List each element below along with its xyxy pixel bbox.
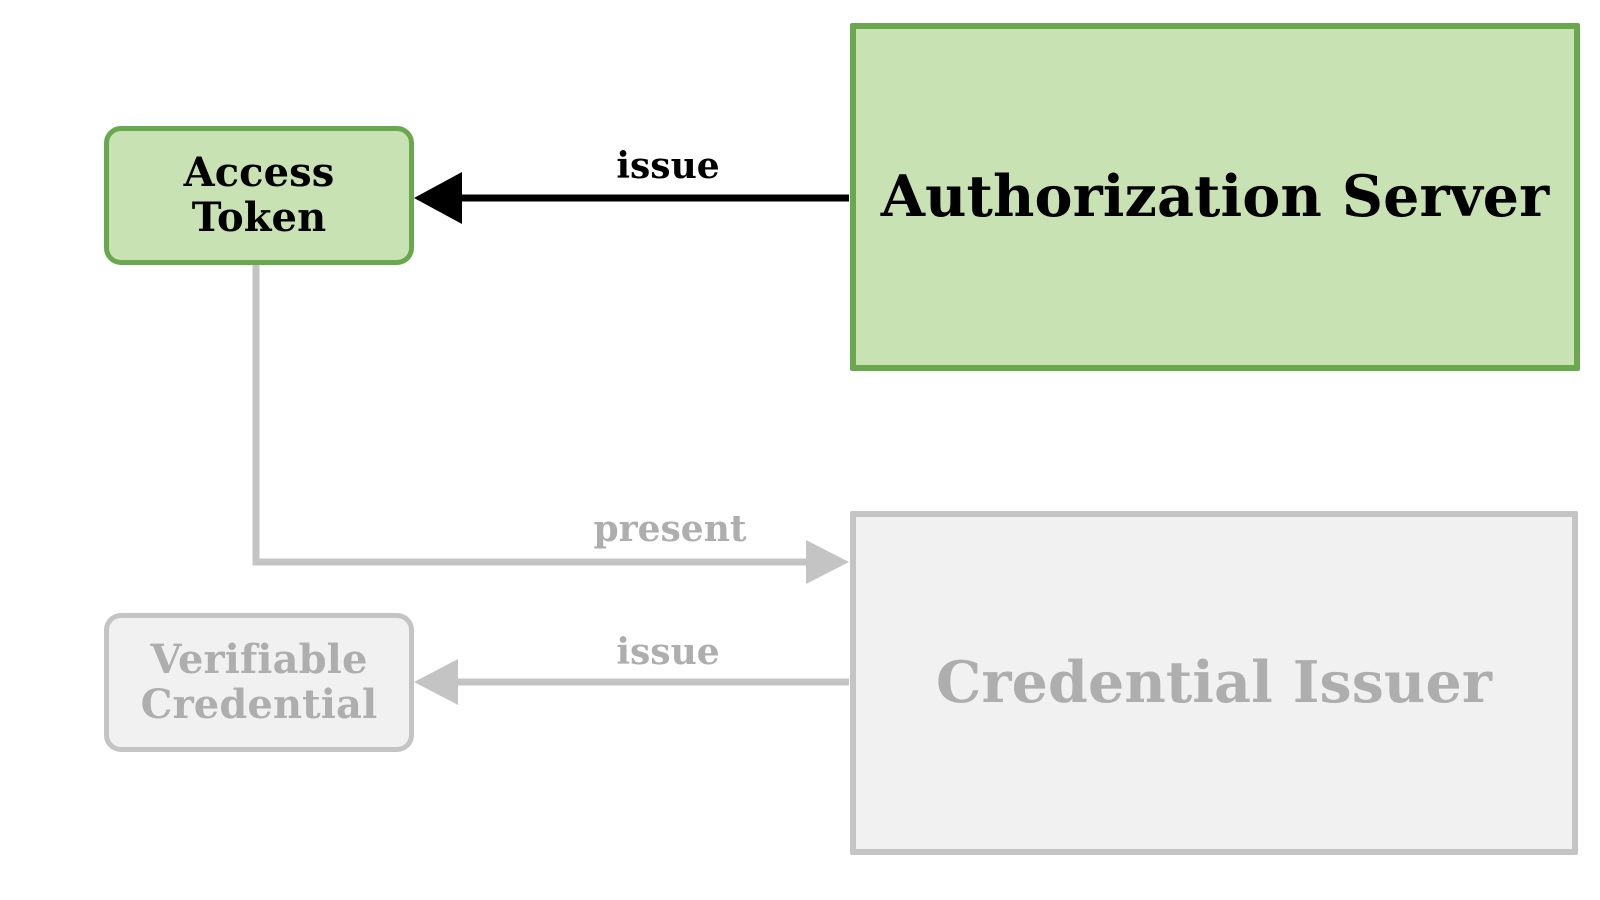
node-authorization-server[interactable]: Authorization Server	[850, 23, 1580, 371]
edge-label-issue-token: issue	[616, 145, 720, 187]
node-verifiable-credential-label: Verifiable Credential	[140, 635, 378, 728]
edge-present-token	[252, 265, 849, 584]
node-access-token-label: Access Token	[183, 148, 335, 241]
node-verifiable-credential[interactable]: Verifiable Credential	[104, 613, 414, 752]
edge-issue-token-arrowhead	[414, 172, 462, 224]
edge-issue-credential	[414, 659, 849, 705]
edge-present-token-line	[252, 265, 812, 566]
node-credential-issuer[interactable]: Credential Issuer	[850, 511, 1578, 855]
edge-label-present-token: present	[593, 508, 747, 550]
edge-label-issue-credential: issue	[616, 631, 720, 673]
edge-present-token-arrowhead	[806, 540, 849, 584]
node-authorization-server-label: Authorization Server	[880, 163, 1550, 231]
edge-issue-token	[414, 172, 849, 224]
edge-issue-credential-arrowhead	[414, 659, 458, 705]
node-credential-issuer-label: Credential Issuer	[936, 649, 1492, 717]
node-access-token[interactable]: Access Token	[104, 126, 414, 265]
